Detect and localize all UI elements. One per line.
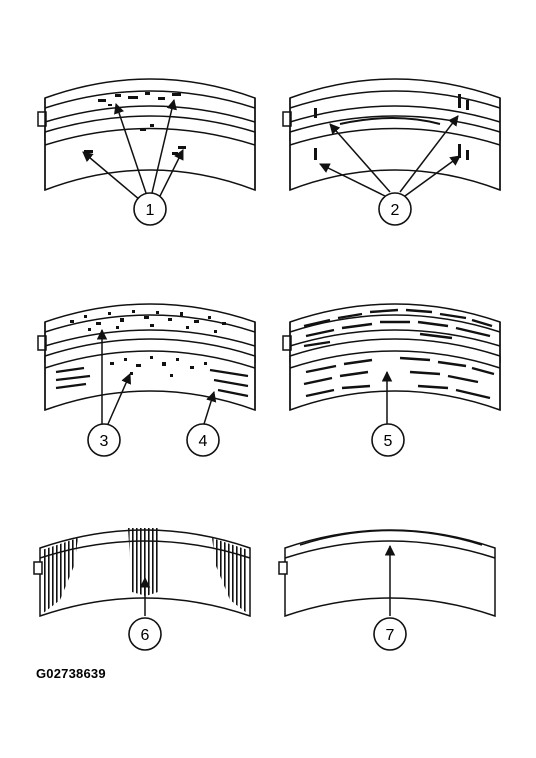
embedded-debris-3	[70, 310, 226, 377]
svg-text:3: 3	[100, 433, 109, 450]
bearing-shell-7	[278, 529, 496, 618]
callout-6: 6	[128, 617, 162, 651]
figure-id-label: G02738639	[36, 666, 106, 681]
callout-2-arrows	[319, 115, 461, 197]
callout-2: 2	[378, 192, 412, 226]
svg-text:2: 2	[391, 202, 400, 219]
scoring-marks-2	[314, 94, 469, 160]
wear-shading-6	[42, 528, 248, 614]
bearing-shell-1	[37, 78, 256, 192]
callout-1-arrows	[82, 98, 184, 201]
bearing-shell-2	[282, 78, 501, 192]
callout-3-arrows	[96, 328, 131, 425]
svg-text:4: 4	[199, 433, 208, 450]
svg-text:7: 7	[386, 627, 395, 644]
callout-3: 3	[87, 423, 121, 457]
bearing-shell-3	[37, 303, 256, 412]
lining-streaks-4	[55, 366, 249, 398]
wear-streaks-5	[303, 308, 495, 400]
callout-1: 1	[133, 192, 167, 226]
svg-text:5: 5	[384, 433, 393, 450]
callout-7: 7	[373, 617, 407, 651]
bearing-shell-5	[282, 303, 501, 412]
callout-4-arrows	[203, 390, 217, 425]
callout-5: 5	[371, 423, 405, 457]
callout-4: 4	[186, 423, 220, 457]
svg-text:6: 6	[141, 627, 150, 644]
svg-text:1: 1	[146, 202, 155, 219]
